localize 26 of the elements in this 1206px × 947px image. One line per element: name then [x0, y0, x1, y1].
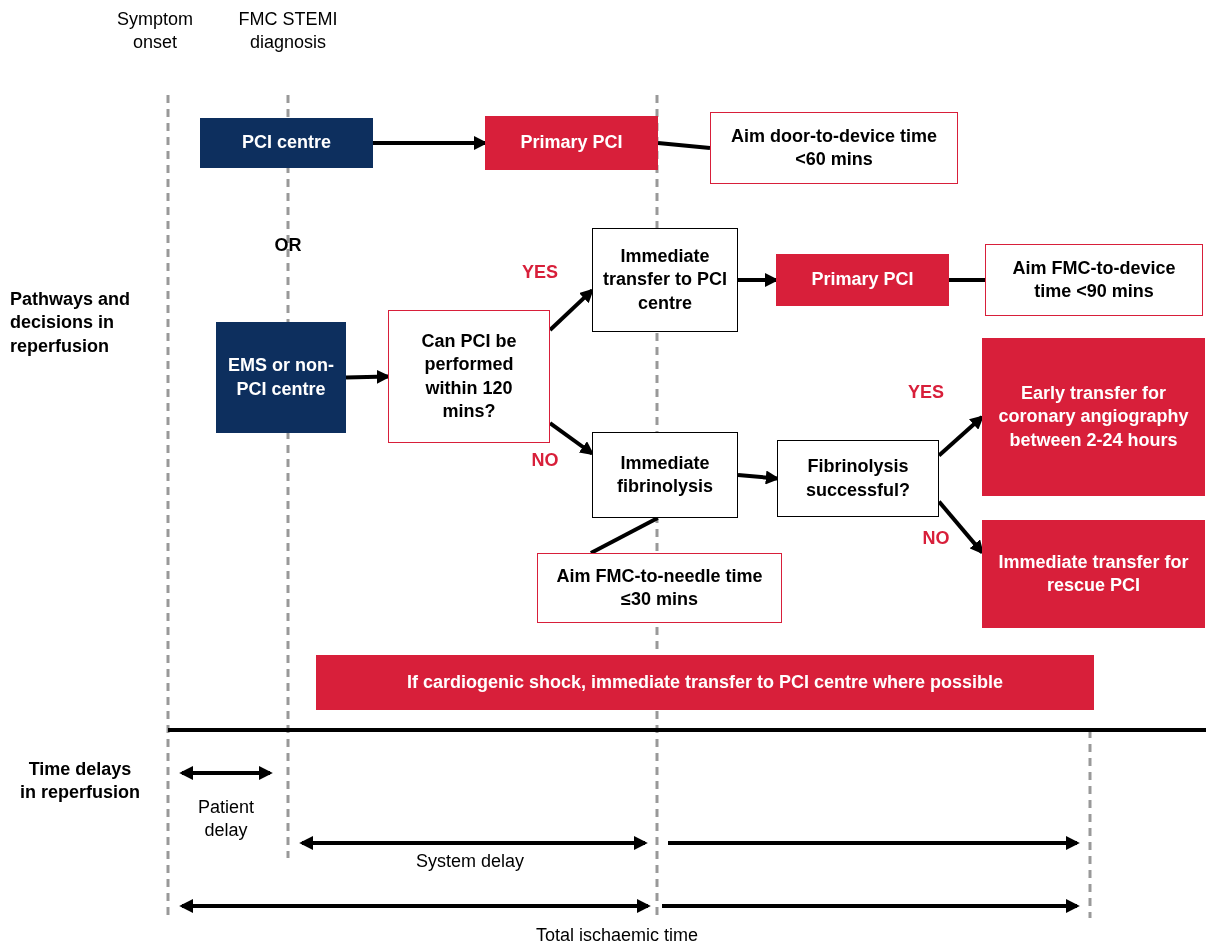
- process-box: Primary PCI: [776, 254, 949, 306]
- process-box: Early transfer for coronary angiography between 2-24 hours: [982, 338, 1205, 496]
- decision-box: Can PCI be performed within 120 mins?: [388, 310, 550, 443]
- dimension-label: Total ischaemic time: [534, 924, 700, 947]
- process-box: Immediate transfer to PCI centre: [592, 228, 738, 332]
- process-box: Immediate transfer for rescue PCI: [982, 520, 1205, 628]
- arrow: [937, 500, 984, 555]
- axis-label: Symptom onset: [116, 8, 194, 55]
- axis-label: FMC STEMI diagnosis: [237, 8, 339, 55]
- connector-line: [589, 516, 659, 555]
- decision-box: Fibrinolysis successful?: [777, 440, 939, 517]
- target-box: Aim FMC-to-needle time ≤30 mins: [537, 553, 782, 623]
- row-heading: Time delays in reperfusion: [20, 758, 140, 805]
- connector-text: OR: [273, 234, 303, 257]
- process-box: PCI centre: [200, 118, 373, 168]
- process-box: Primary PCI: [485, 116, 658, 170]
- process-box: EMS or non-PCI centre: [216, 322, 346, 433]
- connector-line: [657, 141, 711, 150]
- dimension-label: System delay: [414, 850, 525, 873]
- banner-box: If cardiogenic shock, immediate transfer to PCI centre where possible: [316, 655, 1094, 710]
- target-box: Aim FMC-to-device time <90 mins: [985, 244, 1203, 316]
- dimension-label: Patient delay: [196, 796, 255, 843]
- connector-line: [949, 278, 985, 282]
- row-heading: Pathways and decisions in reperfusion: [10, 288, 132, 358]
- target-box: Aim door-to-device time <60 mins: [710, 112, 958, 184]
- process-box: Immediate fibrinolysis: [592, 432, 738, 518]
